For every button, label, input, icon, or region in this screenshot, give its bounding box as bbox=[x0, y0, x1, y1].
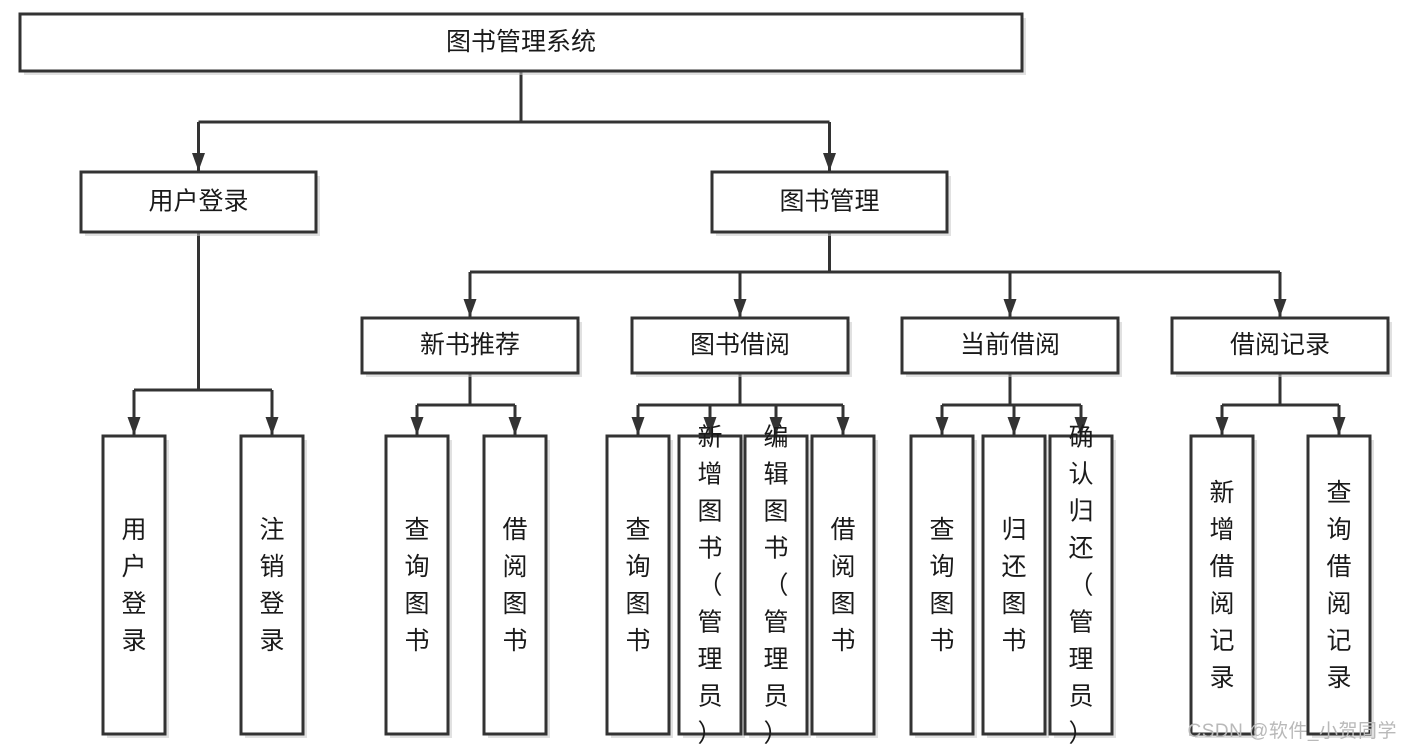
arrow-head-icon bbox=[935, 417, 949, 435]
node-leaf-query-record[interactable]: 查询借阅记录 bbox=[1306, 434, 1374, 738]
node-leaf-confirm-return[interactable]: 确认归还（管理员） bbox=[1048, 424, 1116, 747]
node-label: 图书管理 bbox=[779, 188, 879, 216]
arrow-head-icon bbox=[192, 153, 205, 171]
node-leaf-query-book-3[interactable]: 查询图书 bbox=[909, 434, 977, 738]
node-leaf-borrow-book-2[interactable]: 借阅图书 bbox=[810, 434, 878, 738]
node-label: 当前借阅 bbox=[960, 331, 1060, 359]
arrow-head-icon bbox=[836, 417, 850, 435]
node-box[interactable] bbox=[743, 434, 809, 736]
node-current-borrow[interactable]: 当前借阅 bbox=[900, 316, 1122, 377]
connector-group bbox=[463, 232, 1287, 317]
arrow-head-icon bbox=[1215, 417, 1229, 435]
node-box[interactable] bbox=[18, 12, 1024, 73]
node-label: 新增借阅记录 bbox=[1209, 479, 1234, 692]
node-user-login[interactable]: 用户登录 bbox=[79, 170, 320, 236]
node-leaf-add-record[interactable]: 新增借阅记录 bbox=[1189, 434, 1257, 738]
arrow-head-icon bbox=[410, 417, 424, 435]
node-box[interactable] bbox=[101, 434, 167, 736]
node-box[interactable] bbox=[909, 434, 975, 736]
arrow-head-icon bbox=[1332, 417, 1346, 435]
node-borrow-record[interactable]: 借阅记录 bbox=[1170, 316, 1392, 377]
node-new-book-recommend[interactable]: 新书推荐 bbox=[360, 316, 582, 377]
connector-group bbox=[410, 373, 522, 435]
node-root-root[interactable]: 图书管理系统 bbox=[18, 12, 1026, 75]
node-box[interactable] bbox=[900, 316, 1120, 375]
arrow-head-icon bbox=[1273, 299, 1287, 317]
connector-group bbox=[192, 71, 836, 171]
watermark-text: CSDN @软件_小贺同学 bbox=[1187, 721, 1397, 742]
arrow-head-icon bbox=[1007, 417, 1021, 435]
node-label: 新书推荐 bbox=[420, 331, 520, 359]
connector-group bbox=[631, 373, 850, 435]
node-box[interactable] bbox=[1306, 434, 1372, 736]
node-label: 查询借阅记录 bbox=[1326, 479, 1351, 692]
connector-group bbox=[1215, 373, 1346, 435]
arrow-head-icon bbox=[508, 417, 522, 435]
node-box[interactable] bbox=[384, 434, 450, 736]
connector-group bbox=[127, 232, 279, 435]
node-box[interactable] bbox=[239, 434, 305, 736]
node-leaf-add-book[interactable]: 新增图书（管理员） bbox=[677, 424, 745, 747]
node-label: 用户登录 bbox=[148, 188, 248, 216]
node-label: 查询图书 bbox=[929, 516, 954, 655]
connector-group bbox=[935, 373, 1088, 435]
node-box[interactable] bbox=[482, 434, 548, 736]
arrow-head-icon bbox=[463, 299, 477, 317]
arrow-head-icon bbox=[1003, 299, 1017, 317]
node-label: 查询图书 bbox=[404, 516, 429, 655]
node-leaf-query-book-1[interactable]: 查询图书 bbox=[384, 434, 452, 738]
arrow-head-icon bbox=[631, 417, 645, 435]
node-box[interactable] bbox=[677, 434, 743, 736]
arrow-head-icon bbox=[703, 417, 717, 435]
node-leaf-borrow-book-1[interactable]: 借阅图书 bbox=[482, 434, 550, 738]
node-label: 借阅记录 bbox=[1230, 331, 1330, 359]
arrow-head-icon bbox=[127, 417, 141, 435]
node-leaf-query-book-2[interactable]: 查询图书 bbox=[605, 434, 673, 738]
node-box[interactable] bbox=[630, 316, 850, 375]
node-label: 图书借阅 bbox=[690, 331, 790, 359]
node-box[interactable] bbox=[1189, 434, 1255, 736]
node-leaf-return-book[interactable]: 归还图书 bbox=[981, 434, 1049, 738]
arrow-head-icon bbox=[1074, 417, 1088, 435]
node-box[interactable] bbox=[1048, 434, 1114, 736]
node-box[interactable] bbox=[981, 434, 1047, 736]
node-label: 新增图书（管理员） bbox=[697, 424, 722, 747]
node-label: 编辑图书（管理员） bbox=[763, 424, 788, 747]
node-label: 借阅图书 bbox=[502, 516, 527, 655]
node-label: 确认归还（管理员） bbox=[1068, 424, 1093, 747]
arrow-head-icon bbox=[265, 417, 279, 435]
arrow-head-icon bbox=[733, 299, 747, 317]
node-box[interactable] bbox=[360, 316, 580, 375]
node-label: 借阅图书 bbox=[830, 516, 855, 655]
node-book-borrow[interactable]: 图书借阅 bbox=[630, 316, 852, 377]
node-leaf-edit-book[interactable]: 编辑图书（管理员） bbox=[743, 424, 811, 747]
arrow-head-icon bbox=[769, 417, 783, 435]
node-label: 归还图书 bbox=[1001, 516, 1026, 655]
arrow-head-icon bbox=[823, 153, 836, 171]
node-leaf-user-logout[interactable]: 注销登录 bbox=[239, 434, 307, 738]
node-label: 查询图书 bbox=[625, 516, 650, 655]
node-leaf-user-login[interactable]: 用户登录 bbox=[101, 434, 169, 738]
node-box[interactable] bbox=[810, 434, 876, 736]
node-label: 图书管理系统 bbox=[446, 28, 596, 56]
node-box[interactable] bbox=[1170, 316, 1390, 375]
node-box[interactable] bbox=[605, 434, 671, 736]
node-box[interactable] bbox=[79, 170, 318, 234]
node-label: 用户登录 bbox=[121, 516, 146, 655]
node-label: 注销登录 bbox=[259, 516, 284, 655]
node-book-management[interactable]: 图书管理 bbox=[710, 170, 951, 236]
node-box[interactable] bbox=[710, 170, 949, 234]
